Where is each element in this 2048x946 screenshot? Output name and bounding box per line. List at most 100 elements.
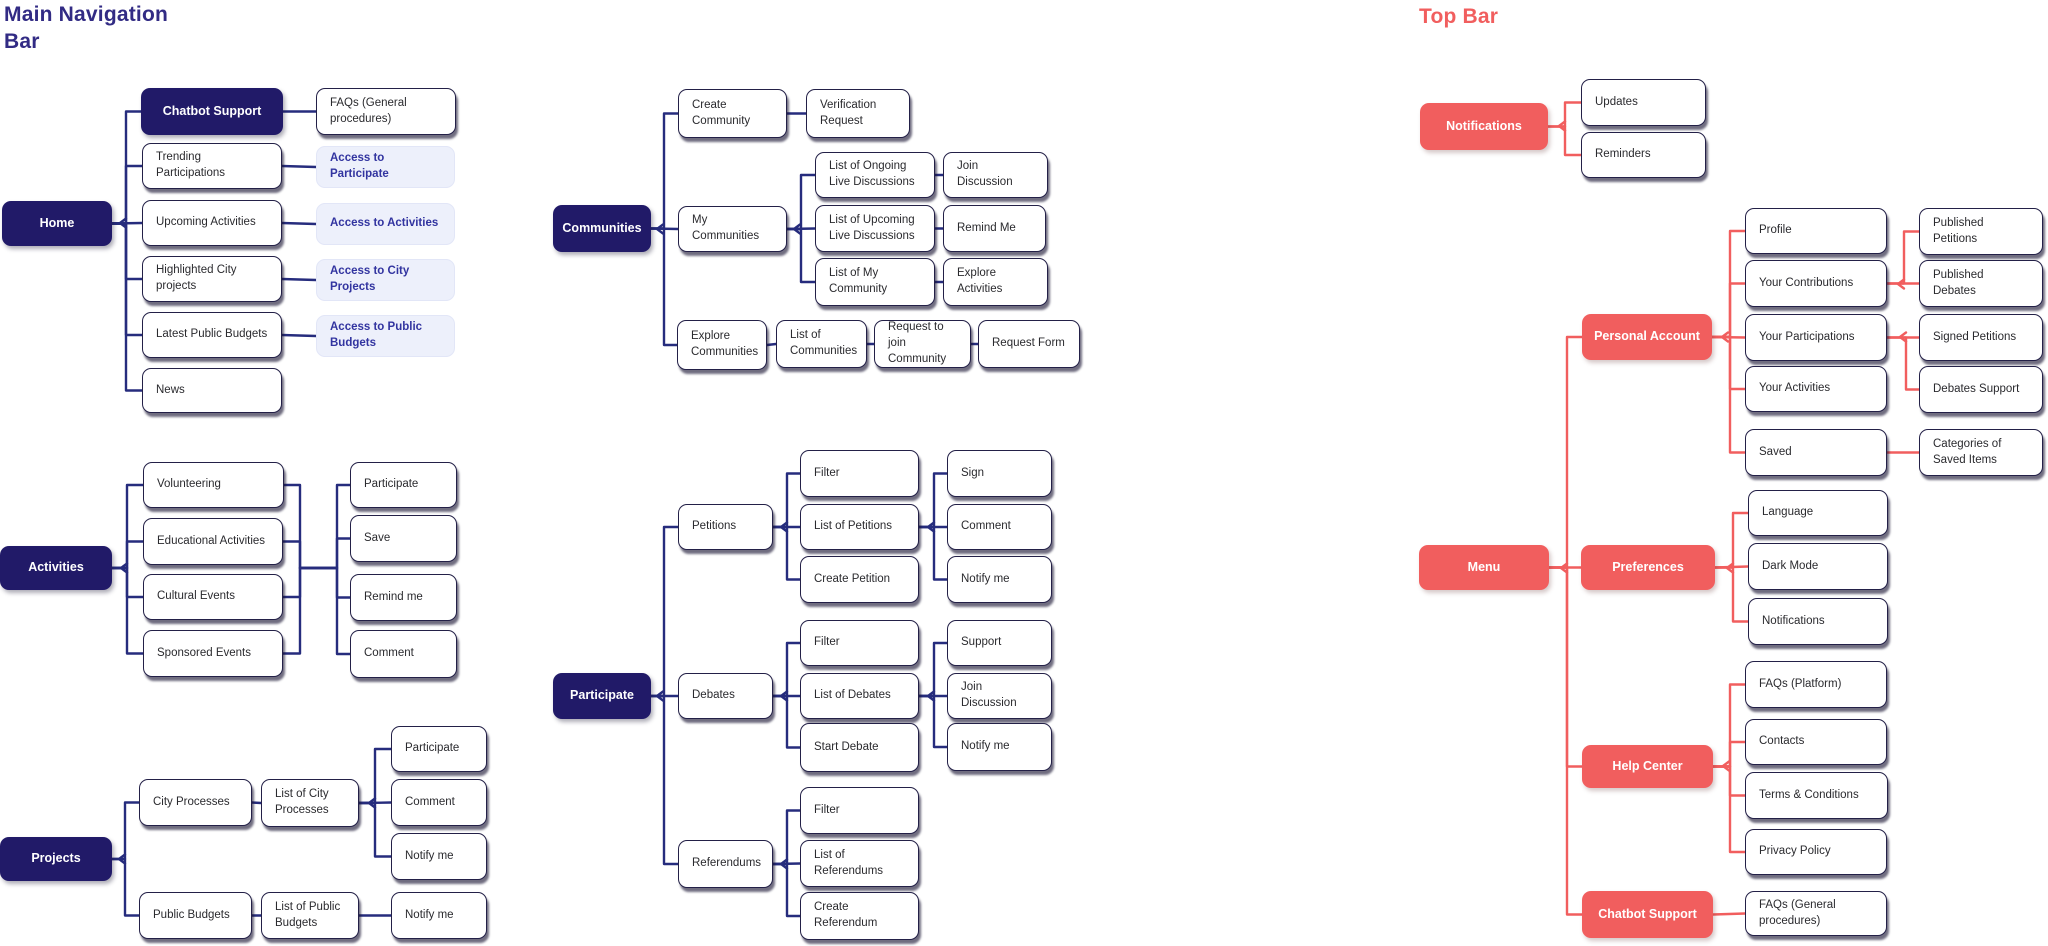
- node-latest[interactable]: Latest Public Budgets: [142, 312, 282, 358]
- connector-edge: [771, 472, 802, 529]
- node-faqs-gen2[interactable]: FAQs (General procedures): [1745, 891, 1887, 936]
- node-chatbot[interactable]: Chatbot Support: [141, 88, 283, 135]
- node-req-form[interactable]: Request Form: [978, 320, 1080, 368]
- connector-edge: [771, 641, 802, 698]
- node-pet-notify[interactable]: Notify me: [947, 556, 1052, 603]
- node-verif-req[interactable]: Verification Request: [806, 89, 910, 138]
- node-referendums[interactable]: Referendums: [678, 840, 773, 888]
- node-faqs-gen[interactable]: FAQs (General procedures): [316, 88, 456, 135]
- node-saved[interactable]: Saved: [1745, 429, 1887, 476]
- node-a-comment[interactable]: Comment: [350, 630, 457, 678]
- node-chatbot2[interactable]: Chatbot Support: [1582, 891, 1713, 938]
- node-list-pet[interactable]: List of Petitions: [800, 504, 919, 550]
- node-volunteering[interactable]: Volunteering: [143, 462, 284, 508]
- node-signed-pet[interactable]: Signed Petitions: [1919, 314, 2043, 361]
- node-reminders[interactable]: Reminders: [1581, 132, 1706, 178]
- node-updates[interactable]: Updates: [1581, 79, 1706, 126]
- connector-edge: [917, 472, 949, 529]
- node-ref-filter[interactable]: Filter: [800, 787, 919, 834]
- node-list-deb[interactable]: List of Debates: [800, 673, 919, 719]
- node-faqs-plat[interactable]: FAQs (Platform): [1745, 661, 1887, 708]
- node-terms[interactable]: Terms & Conditions: [1745, 772, 1888, 819]
- connector-edge: [771, 809, 802, 866]
- node-pet-filter[interactable]: Filter: [800, 450, 919, 497]
- node-deb-notify[interactable]: Notify me: [947, 723, 1052, 771]
- node-your-activ[interactable]: Your Activities: [1745, 366, 1887, 412]
- node-req-join[interactable]: Request to join Community: [874, 320, 971, 368]
- node-menu[interactable]: Menu: [1419, 545, 1549, 590]
- node-p-comment[interactable]: Comment: [391, 779, 487, 826]
- node-preferences[interactable]: Preferences: [1581, 545, 1715, 590]
- node-join-disc1[interactable]: Join Discussion: [943, 152, 1048, 198]
- node-personal[interactable]: Personal Account: [1582, 314, 1712, 360]
- node-educational[interactable]: Educational Activities: [143, 518, 283, 565]
- node-list-ongoing[interactable]: List of Ongoing Live Discussions: [815, 152, 935, 198]
- node-pet-comment[interactable]: Comment: [947, 504, 1052, 550]
- node-create-comm[interactable]: Create Community: [678, 89, 787, 138]
- node-pub-deb[interactable]: Published Debates: [1919, 260, 2043, 307]
- node-language[interactable]: Language: [1748, 490, 1888, 536]
- node-acc-city[interactable]: Access to City Projects: [316, 259, 455, 301]
- connector-edge: [281, 566, 302, 655]
- node-trending[interactable]: Trending Participations: [142, 143, 282, 189]
- node-acc-act[interactable]: Access to Activities: [316, 203, 455, 245]
- arrowhead-icon: [926, 521, 936, 533]
- node-contacts[interactable]: Contacts: [1745, 719, 1887, 765]
- node-list-my-comm[interactable]: List of My Community: [815, 258, 935, 306]
- node-city-proc[interactable]: City Processes: [139, 779, 252, 826]
- node-deb-filter[interactable]: Filter: [800, 620, 919, 666]
- node-help-center[interactable]: Help Center: [1582, 745, 1713, 788]
- node-a-save[interactable]: Save: [350, 515, 457, 562]
- node-a-remind[interactable]: Remind me: [350, 574, 457, 621]
- node-pub-pet[interactable]: Published Petitions: [1919, 208, 2043, 255]
- connector-edge: [1711, 765, 1747, 854]
- node-a-participate[interactable]: Participate: [350, 462, 457, 508]
- node-list-upcoming[interactable]: List of Upcoming Live Discussions: [815, 205, 935, 252]
- node-highlighted[interactable]: Highlighted City projects: [142, 256, 282, 302]
- node-list-city[interactable]: List of City Processes: [261, 779, 359, 827]
- node-explore-act[interactable]: Explore Activities: [943, 258, 1048, 306]
- node-notifications[interactable]: Notifications: [1420, 103, 1548, 150]
- node-upcoming[interactable]: Upcoming Activities: [142, 200, 282, 246]
- node-cultural[interactable]: Cultural Events: [143, 574, 283, 620]
- node-privacy[interactable]: Privacy Policy: [1745, 829, 1887, 875]
- node-explore-comm[interactable]: Explore Communities: [677, 320, 767, 370]
- node-debates[interactable]: Debates: [678, 673, 773, 719]
- node-list-comm[interactable]: List of Communities: [776, 320, 867, 368]
- node-home[interactable]: Home: [2, 201, 112, 246]
- node-p-notify2[interactable]: Notify me: [391, 892, 487, 939]
- node-sponsored[interactable]: Sponsored Events: [143, 630, 283, 677]
- node-join-disc2[interactable]: Join Discussion: [947, 673, 1052, 719]
- node-notif-pref[interactable]: Notifications: [1748, 598, 1888, 645]
- node-dark-mode[interactable]: Dark Mode: [1748, 543, 1888, 590]
- node-acc-bud[interactable]: Access to Public Budgets: [316, 315, 455, 357]
- node-start-deb[interactable]: Start Debate: [800, 723, 919, 772]
- node-communities[interactable]: Communities: [553, 205, 651, 252]
- node-deb-sup[interactable]: Debates Support: [1919, 366, 2043, 413]
- node-petitions[interactable]: Petitions: [678, 504, 773, 550]
- node-p-notify1[interactable]: Notify me: [391, 833, 487, 880]
- node-your-contrib[interactable]: Your Contributions: [1745, 260, 1887, 307]
- node-profile[interactable]: Profile: [1745, 208, 1887, 254]
- node-acc-part[interactable]: Access to Participate: [316, 146, 455, 188]
- node-projects[interactable]: Projects: [0, 837, 112, 881]
- node-news[interactable]: News: [142, 368, 282, 413]
- node-cat-saved[interactable]: Categories of Saved Items: [1919, 429, 2043, 476]
- node-your-partic[interactable]: Your Participations: [1745, 314, 1887, 361]
- connector-edge: [282, 483, 302, 570]
- arrowhead-icon: [1720, 331, 1730, 343]
- arrowhead-icon: [1896, 278, 1906, 290]
- node-create-pet[interactable]: Create Petition: [800, 556, 919, 603]
- node-remind-me2[interactable]: Remind Me: [943, 205, 1046, 252]
- node-participate[interactable]: Participate: [553, 673, 651, 719]
- node-list-ref[interactable]: List of Referendums: [800, 840, 919, 887]
- node-support[interactable]: Support: [947, 620, 1052, 666]
- node-list-pub[interactable]: List of Public Budgets: [261, 892, 359, 939]
- node-sign[interactable]: Sign: [947, 450, 1052, 497]
- node-pub-bud[interactable]: Public Budgets: [139, 892, 252, 939]
- arrowhead-icon: [1559, 562, 1569, 574]
- node-my-comm[interactable]: My Communities: [678, 206, 787, 252]
- node-create-ref[interactable]: Create Referendum: [800, 892, 919, 940]
- node-p-participate[interactable]: Participate: [391, 726, 487, 772]
- node-activities[interactable]: Activities: [0, 546, 112, 590]
